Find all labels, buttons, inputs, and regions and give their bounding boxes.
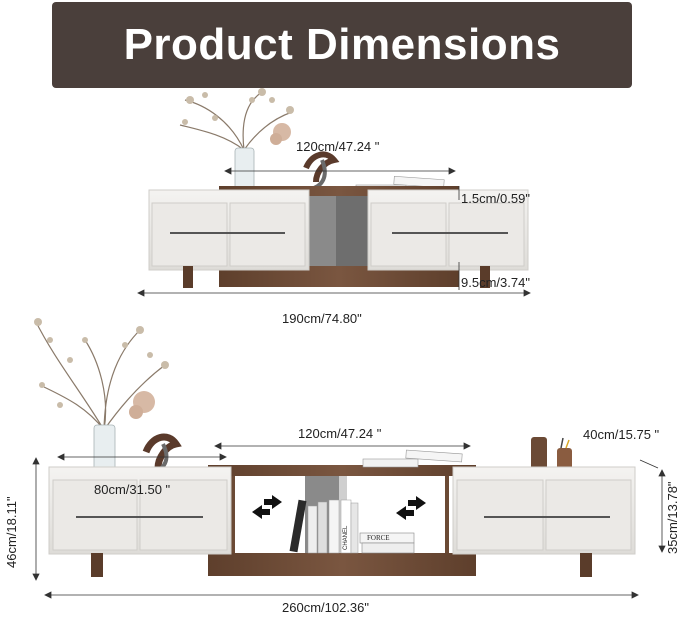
vase-plant-bottom [34, 318, 169, 472]
cabinet-height-label: 35cm/13.78" [665, 481, 679, 554]
total-height-label: 46cm/18.11" [4, 496, 19, 568]
book-box-text: FORCE [367, 534, 390, 542]
base-height-label: 9.5cm/3.74" [461, 275, 530, 290]
book-spine-text: CHANEL [343, 525, 349, 550]
books-bottom [289, 449, 463, 554]
total-length-label-extended: 260cm/102.36" [282, 600, 370, 615]
depth-label: 40cm/15.75 " [583, 427, 660, 442]
tv-stand-extended [32, 318, 666, 599]
cabinet-length-label: 80cm/31.50 " [94, 482, 171, 497]
left-cabinet-collapsed [148, 189, 310, 288]
base-plinth-collapsed [219, 266, 459, 287]
top-shelf-collapsed [219, 186, 459, 196]
top-length-label-collapsed: 120cm/47.24 " [296, 139, 380, 154]
extend-arrows-left [252, 495, 282, 519]
left-cabinet-extended [48, 466, 232, 577]
top-thickness-label: 1.5cm/0.59" [461, 191, 530, 206]
top-shelf-extended [208, 465, 476, 476]
banner-title: Product Dimensions [123, 20, 561, 69]
extend-arrows-right [396, 496, 426, 520]
tv-stand-collapsed [137, 88, 531, 297]
pencil-cups [531, 437, 572, 472]
right-cabinet-collapsed [367, 189, 529, 288]
total-length-label-collapsed: 190cm/74.80" [282, 311, 362, 326]
vase-plant-top [179, 88, 294, 191]
base-plinth-extended [208, 553, 476, 576]
right-cabinet-extended [452, 466, 636, 577]
top-length-label-extended: 120cm/47.24 " [298, 426, 382, 441]
title-banner: Product Dimensions [52, 2, 632, 88]
